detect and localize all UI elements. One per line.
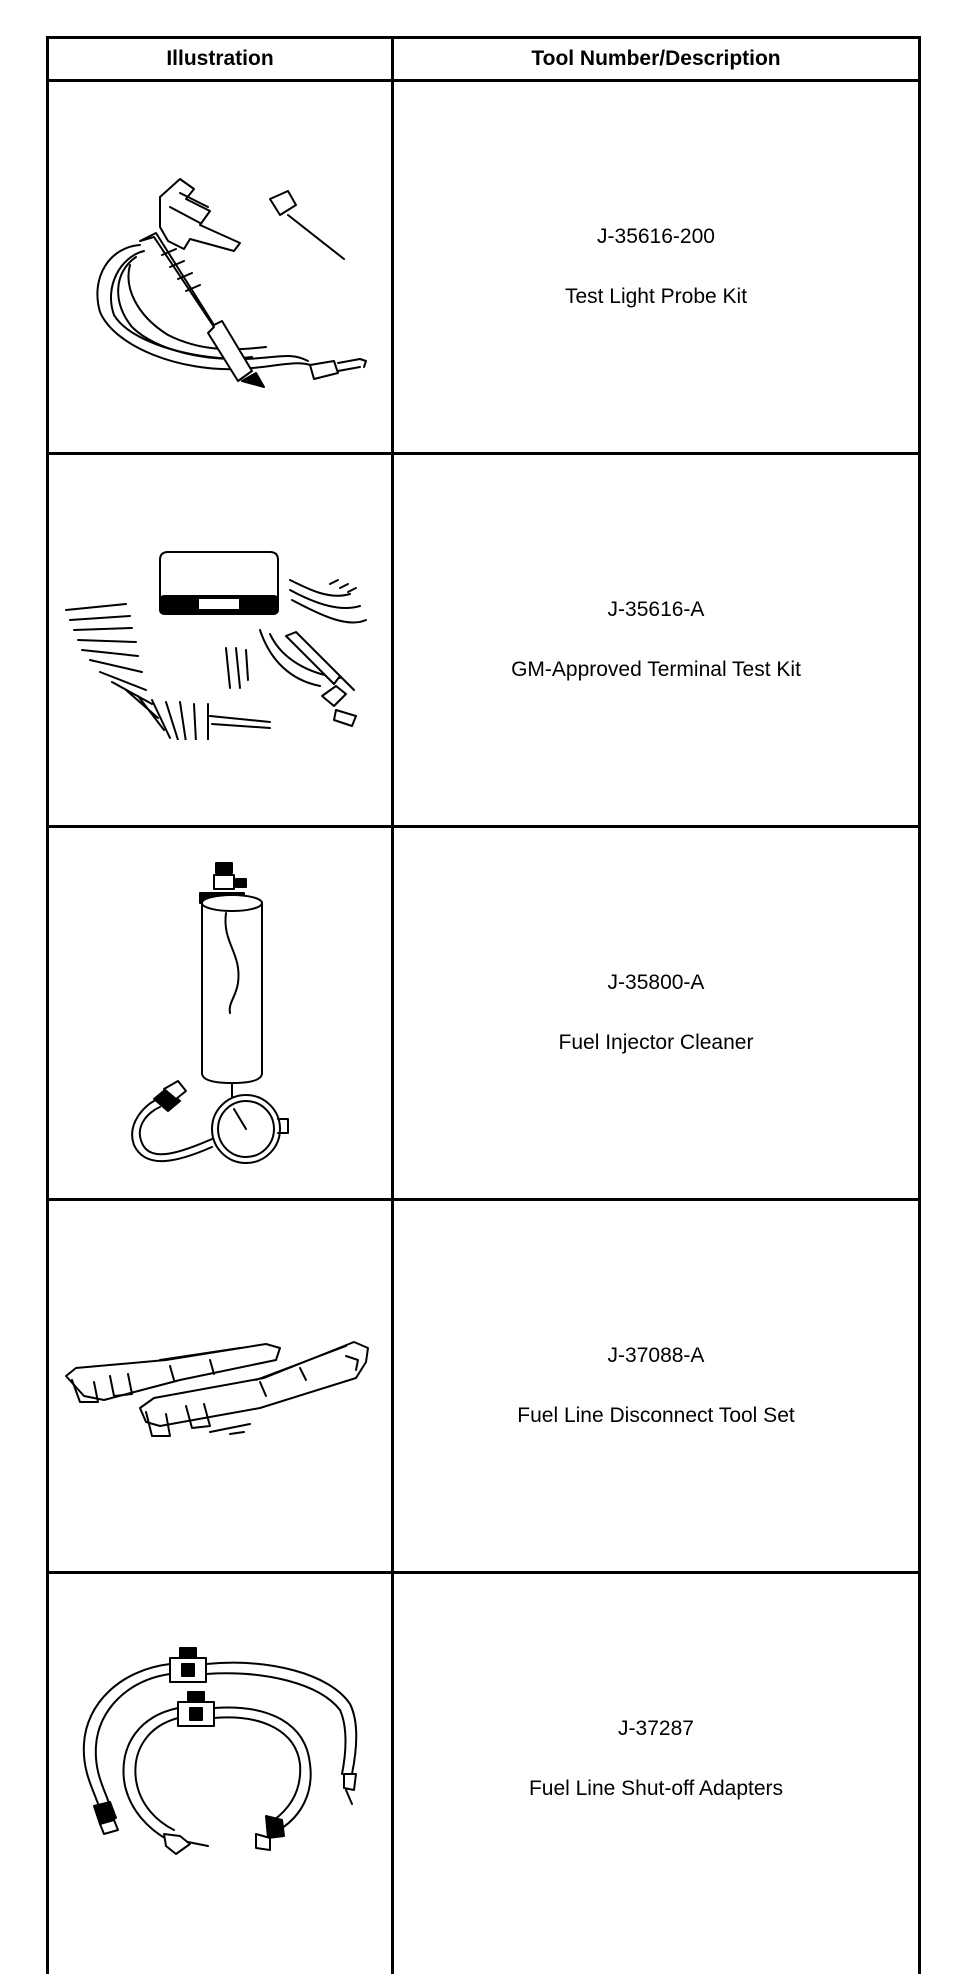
- table-row: J-35800-A Fuel Injector Cleaner: [48, 827, 920, 1200]
- tool-number: J-37088-A: [394, 1344, 918, 1368]
- fuel-injector-cleaner-icon: [120, 853, 320, 1173]
- tool-cell: J-35616-200 Test Light Probe Kit: [393, 81, 920, 454]
- tool-table: Illustration Tool Number/Description: [46, 36, 921, 1974]
- tool-number: J-35616-200: [394, 225, 918, 249]
- header-illustration: Illustration: [48, 38, 393, 81]
- header-row: Illustration Tool Number/Description: [48, 38, 920, 81]
- tool-cell: J-37287 Fuel Line Shut-off Adapters: [393, 1573, 920, 1974]
- tool-description: Fuel Line Disconnect Tool Set: [394, 1404, 918, 1428]
- table-row: J-37088-A Fuel Line Disconnect Tool Set: [48, 1200, 920, 1573]
- table-row: J-35616-A GM-Approved Terminal Test Kit: [48, 454, 920, 827]
- table-row: J-35616-200 Test Light Probe Kit: [48, 81, 920, 454]
- tool-number: J-37287: [394, 1717, 918, 1741]
- illustration-cell: [48, 1573, 393, 1974]
- illustration-cell: [48, 454, 393, 827]
- tool-description: Fuel Injector Cleaner: [394, 1031, 918, 1055]
- terminal-test-kit-icon: [60, 540, 380, 740]
- illustration-cell: [48, 1200, 393, 1573]
- test-light-probe-icon: [70, 137, 370, 397]
- table-row: J-37287 Fuel Line Shut-off Adapters: [48, 1573, 920, 1974]
- tool-number: J-35800-A: [394, 971, 918, 995]
- illustration-cell: [48, 81, 393, 454]
- illustration-cell: [48, 827, 393, 1200]
- tool-description: Fuel Line Shut-off Adapters: [394, 1777, 918, 1801]
- header-tool-number-description: Tool Number/Description: [393, 38, 920, 81]
- fuel-line-shutoff-adapters-icon: [60, 1624, 380, 1864]
- tool-cell: J-37088-A Fuel Line Disconnect Tool Set: [393, 1200, 920, 1573]
- tool-number: J-35616-A: [394, 598, 918, 622]
- tool-description: Test Light Probe Kit: [394, 285, 918, 309]
- tool-description: GM-Approved Terminal Test Kit: [394, 658, 918, 682]
- fuel-line-disconnect-tool-icon: [60, 1316, 380, 1456]
- tool-cell: J-35800-A Fuel Injector Cleaner: [393, 827, 920, 1200]
- tool-cell: J-35616-A GM-Approved Terminal Test Kit: [393, 454, 920, 827]
